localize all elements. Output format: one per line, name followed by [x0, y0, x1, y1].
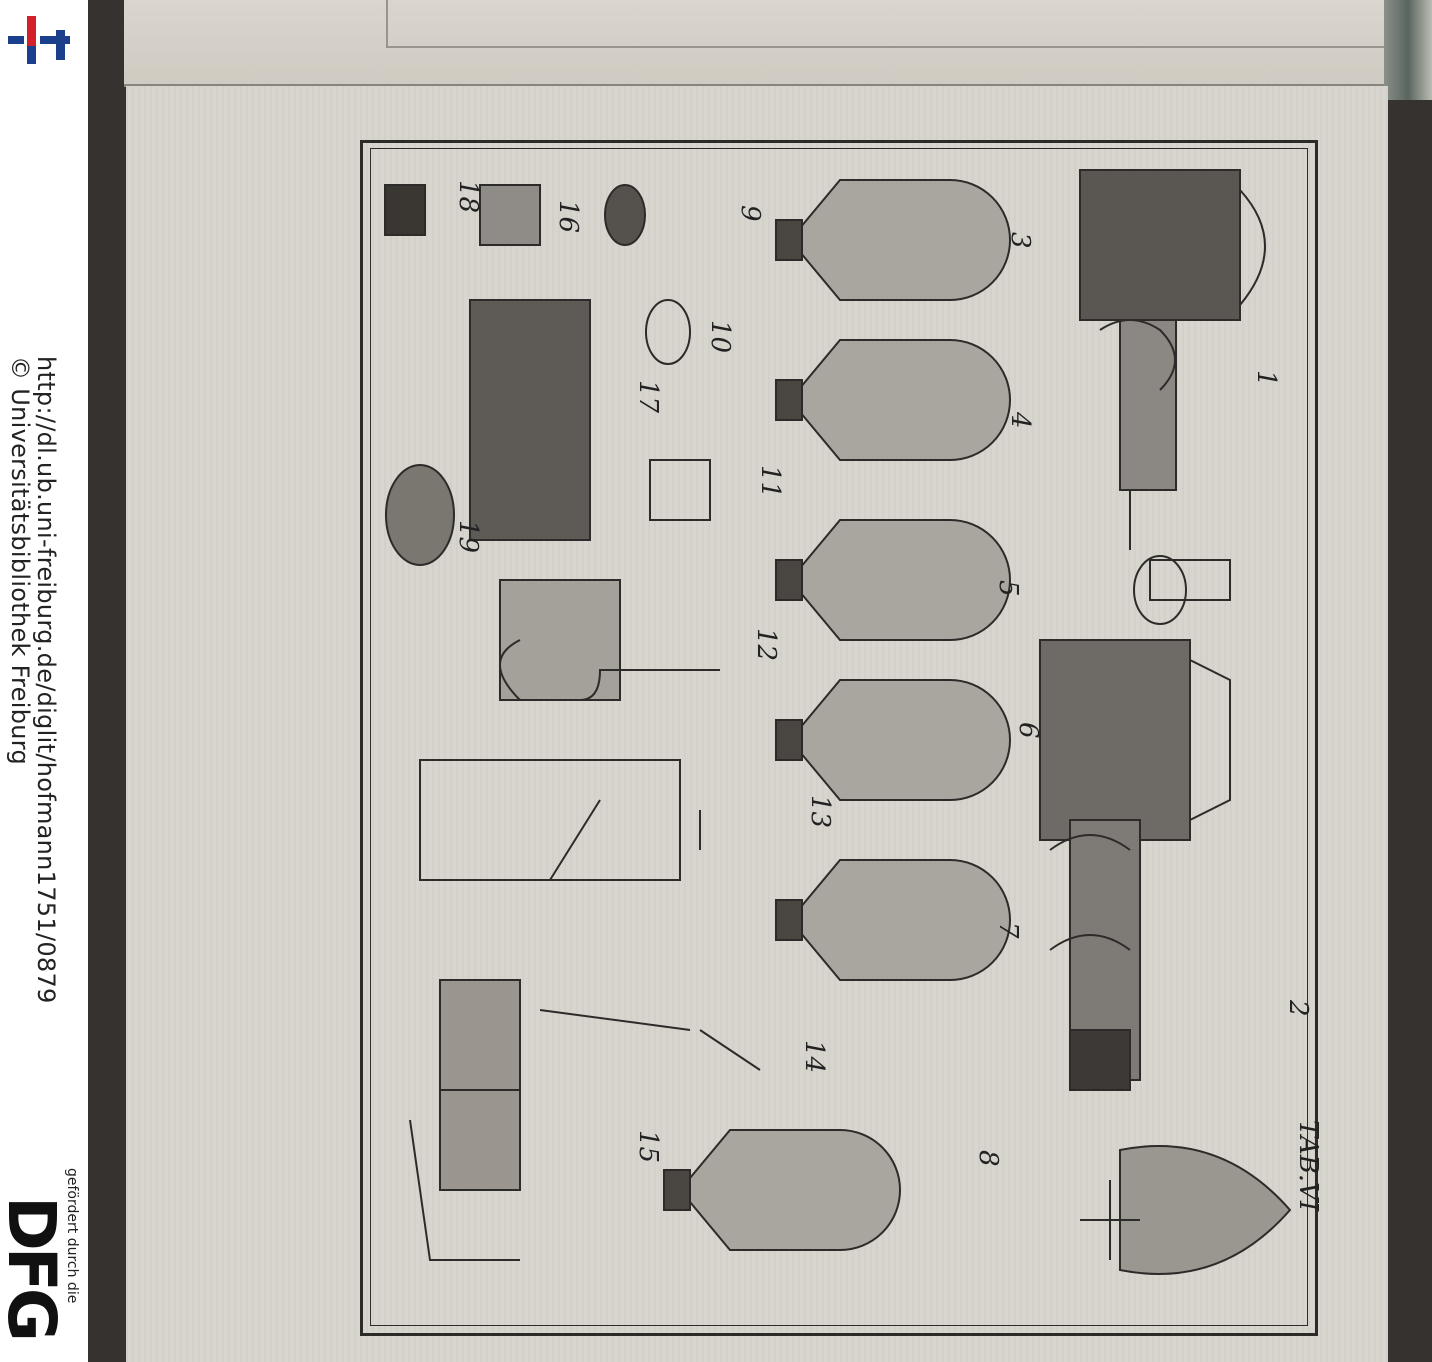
figure-number-16: 16	[553, 200, 583, 233]
figure-number-19: 19	[453, 520, 483, 553]
plate-inner-border	[370, 148, 1308, 1326]
library-logo	[8, 16, 70, 64]
figure-number-12: 12	[751, 628, 781, 661]
air-pump-figure-1	[1079, 169, 1266, 625]
air-pump-figure-2	[1039, 639, 1231, 1091]
figure-number-18: 18	[453, 180, 483, 213]
figure-number-13: 13	[805, 795, 835, 828]
figure-number-1: 1	[1251, 370, 1281, 387]
figure-number-14: 14	[799, 1040, 829, 1073]
figure-number-8: 8	[973, 1150, 1003, 1167]
small-apparatus-figures	[384, 184, 761, 1261]
figure-number-4: 4	[1005, 411, 1035, 429]
plate-border	[360, 140, 1318, 1336]
book-binding	[1384, 0, 1432, 100]
figure-number-11: 11	[755, 465, 785, 498]
plate-labels: TAB.VI 1 2 3 4 5 6 7 8 9 10 11 12 13 14 …	[453, 180, 1323, 1212]
viewer-side-bar: http://dl.ub.uni-freiburg.de/diglit/hofm…	[0, 0, 88, 1362]
figure-number-7: 7	[993, 922, 1023, 939]
bell-jar-figure-8	[1080, 1145, 1292, 1275]
figure-number-9: 9	[735, 205, 765, 222]
figure-number-10: 10	[705, 320, 735, 353]
figure-number-15: 15	[633, 1130, 663, 1163]
figure-number-5: 5	[993, 580, 1023, 597]
figure-number-3: 3	[1005, 232, 1035, 249]
figure-number-2: 2	[1283, 999, 1313, 1017]
bell-jar-row	[663, 179, 1011, 1251]
figure-number-6: 6	[1013, 722, 1043, 739]
previous-page-edge	[124, 0, 1392, 87]
figure-number-17: 17	[633, 380, 663, 414]
plate-title: TAB.VI	[1293, 1120, 1323, 1212]
